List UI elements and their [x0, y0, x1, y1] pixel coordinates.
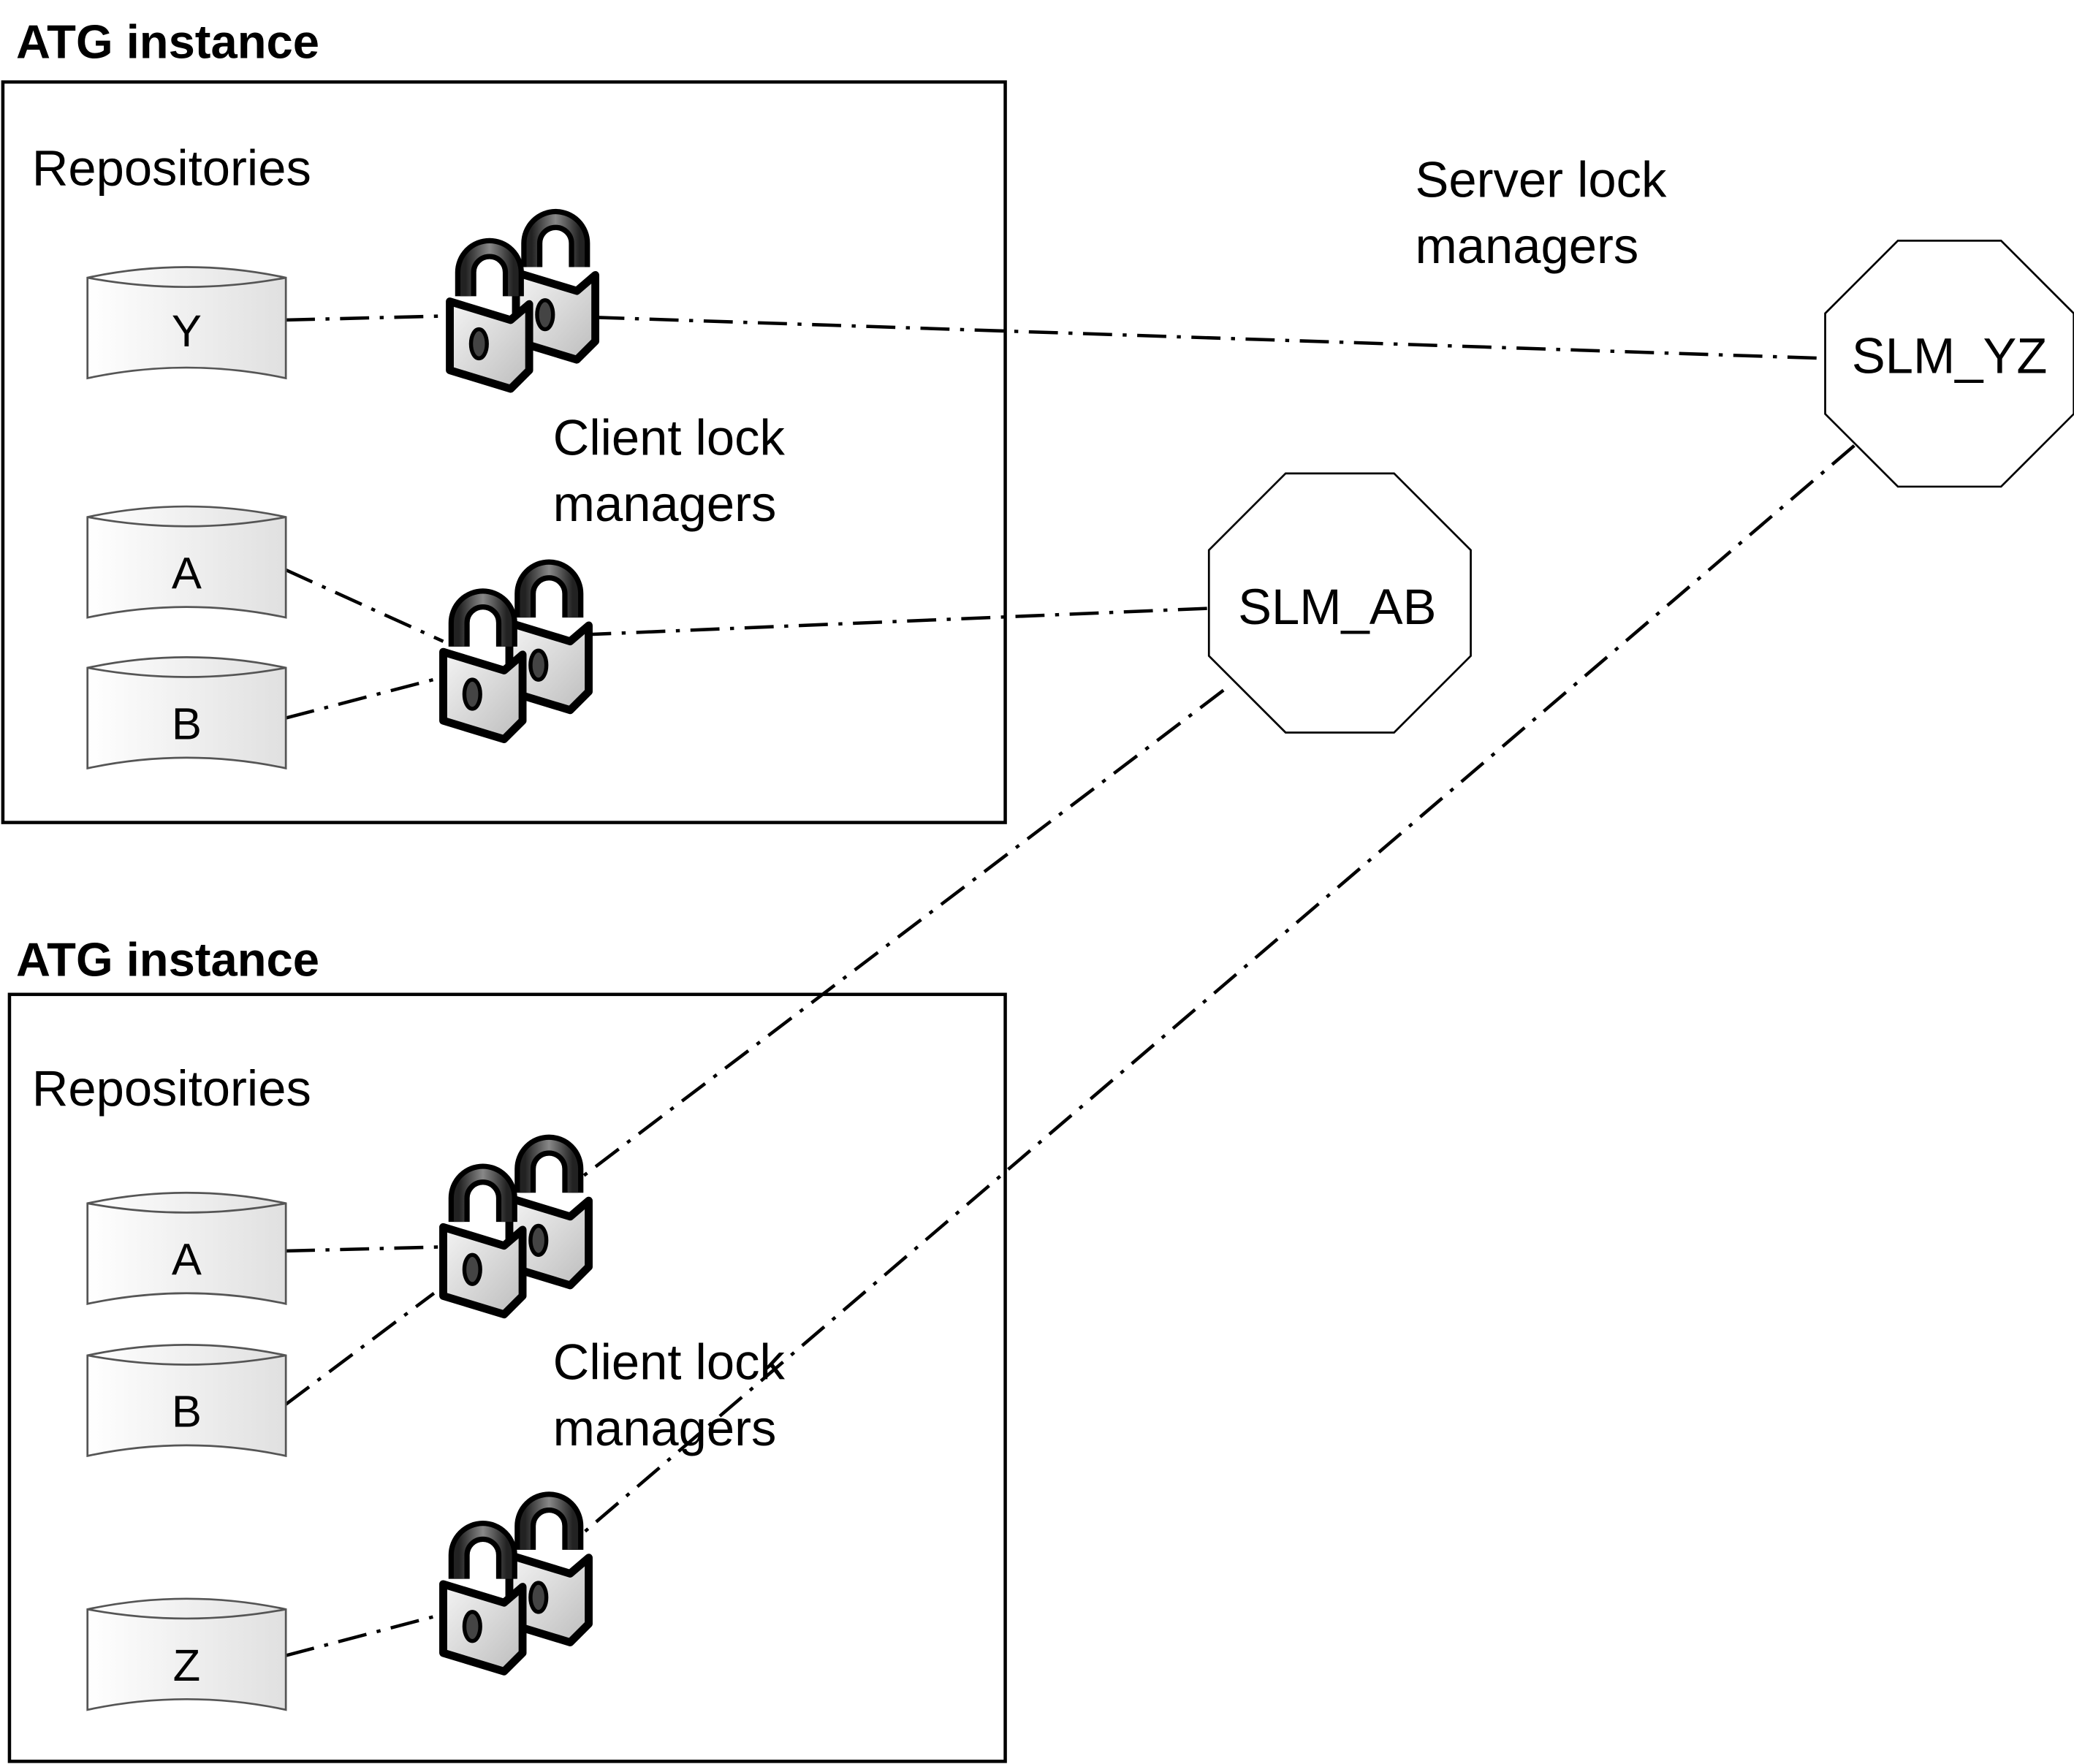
- link-Y-lock: [286, 314, 444, 322]
- repository-Y: Y: [86, 266, 287, 379]
- repository-Z: Z: [86, 1597, 287, 1711]
- atg-instance-box: [7, 992, 1007, 1763]
- link-lock-SLM_YZ: [595, 316, 1826, 360]
- slm-label: SLM_YZ: [1852, 327, 2047, 384]
- client-lock-label: managers: [553, 476, 777, 532]
- link-lock-SLM_AB: [582, 607, 1211, 636]
- link-B2-lock: [284, 1291, 436, 1406]
- server-lock-manager-SLM_YZ: SLM_YZ: [1824, 239, 2074, 488]
- instance-title: ATG instance: [16, 15, 319, 69]
- repository-label: B: [172, 1387, 202, 1437]
- octagon-shape: [1207, 472, 1472, 734]
- repositories-label: Repositories: [32, 1060, 311, 1117]
- link-Z-lock: [285, 1614, 438, 1657]
- connections: [284, 314, 1855, 1657]
- repository-label: A: [172, 1234, 202, 1285]
- repository-label: Y: [172, 306, 202, 357]
- slm-label: SLM_AB: [1238, 579, 1436, 635]
- repository-B: B: [86, 1344, 287, 1457]
- link-SLM_AB-lock2: [581, 688, 1225, 1179]
- repository-label: Z: [173, 1641, 201, 1691]
- repository-A: A: [86, 505, 287, 619]
- link-A-lock: [285, 568, 444, 643]
- client-lock-label: managers: [553, 1400, 777, 1456]
- instance-title: ATG instance: [16, 932, 319, 986]
- link-SLM_YZ-lockZ: [581, 444, 1855, 1535]
- server-lock-label: Server lock: [1416, 152, 1667, 208]
- client-lock-manager-icon: [443, 1502, 588, 1672]
- repository-label: B: [172, 699, 202, 750]
- client-lock-manager-icon: [450, 219, 596, 389]
- client-lock-manager-icon: [443, 1145, 588, 1315]
- client-lock-label: Client lock: [553, 410, 786, 466]
- server-lock-label: managers: [1416, 218, 1639, 274]
- repositories-label: Repositories: [32, 140, 311, 196]
- repository-label: A: [172, 548, 202, 598]
- repository-A: A: [86, 1191, 287, 1305]
- link-A2-lock: [286, 1245, 441, 1253]
- link-B-lock: [285, 675, 444, 720]
- repository-B: B: [86, 656, 287, 769]
- client-lock-manager-icon: [443, 570, 588, 740]
- server-lock-manager-SLM_AB: SLM_AB: [1207, 472, 1472, 734]
- octagon-shape: [1824, 239, 2074, 488]
- client-lock-label: Client lock: [553, 1334, 786, 1390]
- atg-instance-box: [1, 80, 1007, 824]
